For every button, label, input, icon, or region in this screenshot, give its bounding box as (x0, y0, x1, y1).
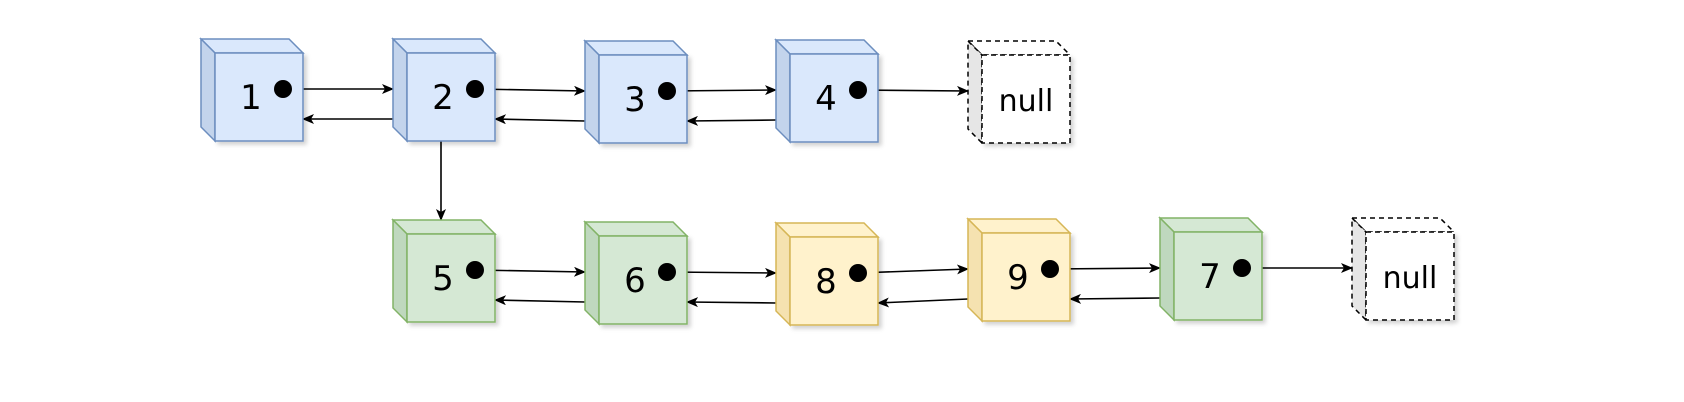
pointer-dot (1041, 260, 1059, 278)
node-label: 3 (624, 80, 646, 120)
node-top-face (1350, 217, 1456, 233)
node-front-face (406, 52, 496, 142)
pointer-dot (1233, 259, 1251, 277)
node-front-face (598, 235, 688, 325)
node-front-face (598, 54, 688, 144)
pointer-dot (466, 261, 484, 279)
node-front-face (1173, 231, 1263, 321)
node-label: 6 (624, 261, 646, 301)
node-front-face (789, 53, 879, 143)
node-top-face (966, 40, 1072, 56)
pointer-dot (658, 82, 676, 100)
node-top-face (583, 221, 689, 237)
pointer-dot (274, 80, 292, 98)
node-side-face (392, 37, 408, 143)
node-label: 4 (815, 79, 837, 119)
node-top-face (199, 38, 305, 54)
node-label: 9 (1007, 258, 1029, 298)
node-side-face (775, 38, 791, 144)
node-side-face (584, 39, 600, 145)
list-node: 5 (391, 218, 497, 324)
node-top-face (774, 39, 880, 55)
node-top-face (583, 40, 689, 56)
node-label: 2 (432, 78, 454, 118)
node-front-face (406, 233, 496, 323)
node-side-face (775, 221, 791, 327)
node-side-face (392, 218, 408, 324)
edge-prev-arrow (686, 297, 777, 308)
node-top-face (1158, 217, 1264, 233)
node-front-face (214, 52, 304, 142)
pointer-dot (466, 80, 484, 98)
pointer-dot (849, 81, 867, 99)
node-label: 8 (815, 262, 837, 302)
pointer-dot (658, 263, 676, 281)
node-top-face (774, 222, 880, 238)
node-side-face (1159, 216, 1175, 322)
pointer-dots-layer (274, 80, 1251, 282)
node-label: 7 (1199, 257, 1221, 297)
list-node: 6 (583, 220, 689, 326)
list-node: 7 (1158, 216, 1264, 322)
node-front-face (981, 232, 1071, 322)
node-label: null (999, 84, 1054, 119)
node-side-face (967, 39, 983, 145)
node-label: 1 (240, 78, 262, 118)
null-node: null (1350, 216, 1456, 322)
node-side-face (1351, 216, 1367, 322)
node-side-face (200, 37, 216, 143)
pointer-dot (849, 264, 867, 282)
node-top-face (966, 218, 1072, 234)
edge-prev-arrow (494, 114, 586, 125)
edge-prev-arrow (494, 295, 586, 306)
list-node: 2 (391, 37, 497, 143)
list-node: 9 (966, 217, 1072, 323)
list-node: 8 (774, 221, 880, 327)
list-node: 1 (199, 37, 305, 143)
nodes-layer: 1 2 3 4 null 5 6 8 9 7 null (199, 37, 1456, 327)
list-node: 4 (774, 38, 880, 144)
node-side-face (967, 217, 983, 323)
edge-prev-arrow (877, 297, 969, 308)
edge-prev-arrow (1069, 293, 1161, 304)
node-front-face (1365, 231, 1455, 321)
node-front-face (789, 236, 879, 326)
list-node: 3 (583, 39, 689, 145)
node-top-face (391, 219, 497, 235)
null-node: null (966, 39, 1072, 145)
node-side-face (584, 220, 600, 326)
node-label: 5 (432, 259, 454, 299)
node-top-face (391, 38, 497, 54)
edge-prev-arrow (686, 115, 777, 126)
node-front-face (981, 54, 1071, 144)
node-label: null (1383, 261, 1438, 296)
